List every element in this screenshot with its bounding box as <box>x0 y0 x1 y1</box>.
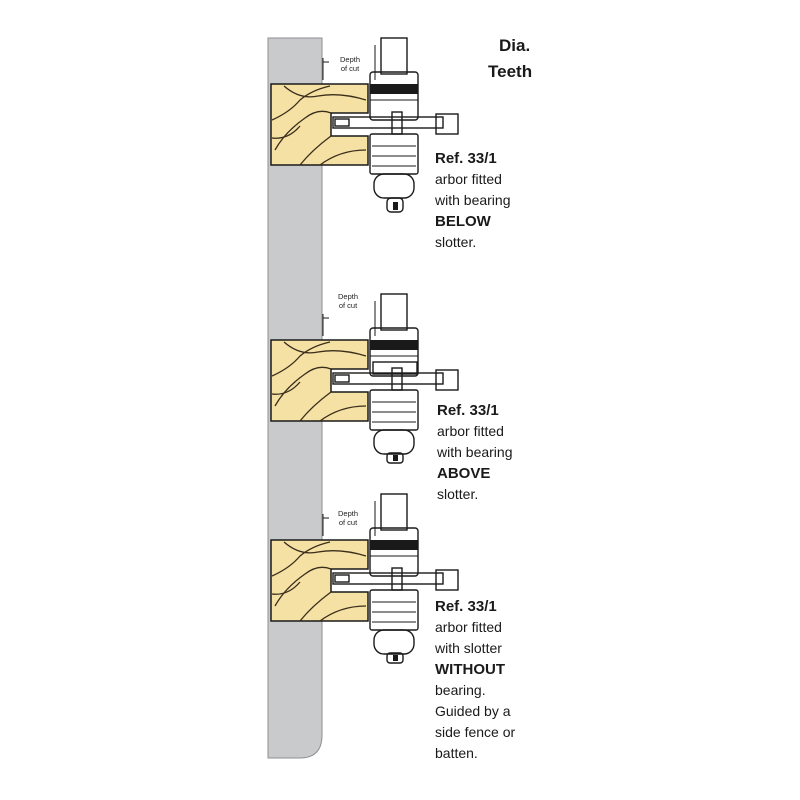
arbor-body <box>369 589 419 631</box>
slotter-cutter <box>332 116 444 129</box>
caption-line: Guided by a <box>435 703 511 719</box>
caption-line: with slotter <box>435 640 502 656</box>
wood-grain <box>299 391 332 422</box>
wood-grain <box>271 125 301 139</box>
wood-grain <box>283 341 367 357</box>
caption-ref: Ref. 33/1 <box>435 598 497 615</box>
caption-line: slotter. <box>435 234 477 250</box>
wood-grain <box>299 591 332 622</box>
caption-line: with bearing <box>435 192 511 208</box>
arbor-base <box>373 429 415 455</box>
depth-of-cut-label: Depth of cut <box>327 292 369 310</box>
caption-line: batten. <box>435 745 478 761</box>
wood-grain <box>274 566 332 607</box>
depth-label-line1: Depth <box>339 55 360 64</box>
arbor-collar <box>369 327 419 377</box>
cutter-hub <box>391 567 403 591</box>
arbor-collar <box>369 527 419 577</box>
cutter-tip <box>334 574 350 583</box>
arbor-body <box>369 133 419 175</box>
caption-panel-2: Ref. 33/1 arbor fitted with bearing ABOV… <box>437 400 513 505</box>
wood-grain <box>283 85 367 101</box>
nut-dot <box>393 655 398 661</box>
wood-grain <box>271 341 331 377</box>
wood-grain <box>271 85 331 121</box>
depth-of-cut-label: Depth of cut <box>327 509 369 527</box>
wood-grain <box>271 381 301 395</box>
wood-grain <box>271 541 331 577</box>
wood-grain <box>283 541 367 557</box>
arbor-body <box>369 389 419 431</box>
wood-grain <box>274 110 332 151</box>
arbor-nut <box>386 652 404 664</box>
caption-line: bearing. <box>435 682 486 698</box>
nut-dot <box>393 455 398 461</box>
arbor-shank <box>380 37 408 75</box>
caption-panel-3: Ref. 33/1 arbor fitted with slotter WITH… <box>435 596 515 764</box>
wood-grain <box>319 149 367 166</box>
collar-band <box>370 84 418 94</box>
depth-label-line2: of cut <box>340 64 360 73</box>
panels-group <box>270 37 459 664</box>
arbor-base <box>373 629 415 655</box>
slotter-cutter <box>332 572 444 585</box>
depth-label-line2: of cut <box>338 518 358 527</box>
arbor-shank <box>380 493 408 531</box>
slotter-cutter <box>332 372 444 385</box>
caption-emphasis: BELOW <box>435 213 491 230</box>
panel-2 <box>270 293 459 464</box>
caption-emphasis: WITHOUT <box>435 661 505 678</box>
wood-grain <box>274 366 332 407</box>
wood-grain <box>319 605 367 622</box>
depth-label-line1: Depth <box>337 292 358 301</box>
collar-band <box>370 340 418 350</box>
panel-1 <box>270 37 459 213</box>
cutter-tooth <box>435 113 459 135</box>
panel-3 <box>270 493 459 664</box>
depth-label-line2: of cut <box>338 301 358 310</box>
cutter-tip <box>334 374 350 383</box>
wood-grain <box>299 135 332 166</box>
depth-of-cut-label: Depth of cut <box>329 55 371 73</box>
wood-grain <box>271 581 301 595</box>
bearing-above <box>372 361 418 375</box>
caption-emphasis: ABOVE <box>437 465 491 482</box>
header-teeth: Teeth <box>488 62 533 81</box>
caption-line: arbor fitted <box>435 619 502 635</box>
depth-label-line1: Depth <box>337 509 358 518</box>
bearing-below <box>386 197 404 213</box>
arbor-shank <box>380 293 408 331</box>
arbor-base <box>373 173 415 199</box>
caption-panel-1: Ref. 33/1 arbor fitted with bearing BELO… <box>435 148 511 253</box>
cutter-tooth <box>435 569 459 591</box>
caption-line: arbor fitted <box>437 423 504 439</box>
arbor-nut <box>386 452 404 464</box>
caption-line: with bearing <box>437 444 513 460</box>
cutter-tip <box>334 118 350 127</box>
caption-line: slotter. <box>437 486 479 502</box>
wood-grain <box>319 405 367 422</box>
bearing-dot <box>393 202 398 210</box>
header-dia: Dia. <box>499 36 531 55</box>
caption-line: side fence or <box>435 724 516 740</box>
cutter-hub <box>391 111 403 135</box>
caption-line: arbor fitted <box>435 171 502 187</box>
arbor-collar <box>369 71 419 121</box>
caption-ref: Ref. 33/1 <box>437 402 499 419</box>
cutter-hub <box>391 367 403 391</box>
cutter-tooth <box>435 369 459 391</box>
caption-ref: Ref. 33/1 <box>435 150 497 167</box>
collar-band <box>370 540 418 550</box>
